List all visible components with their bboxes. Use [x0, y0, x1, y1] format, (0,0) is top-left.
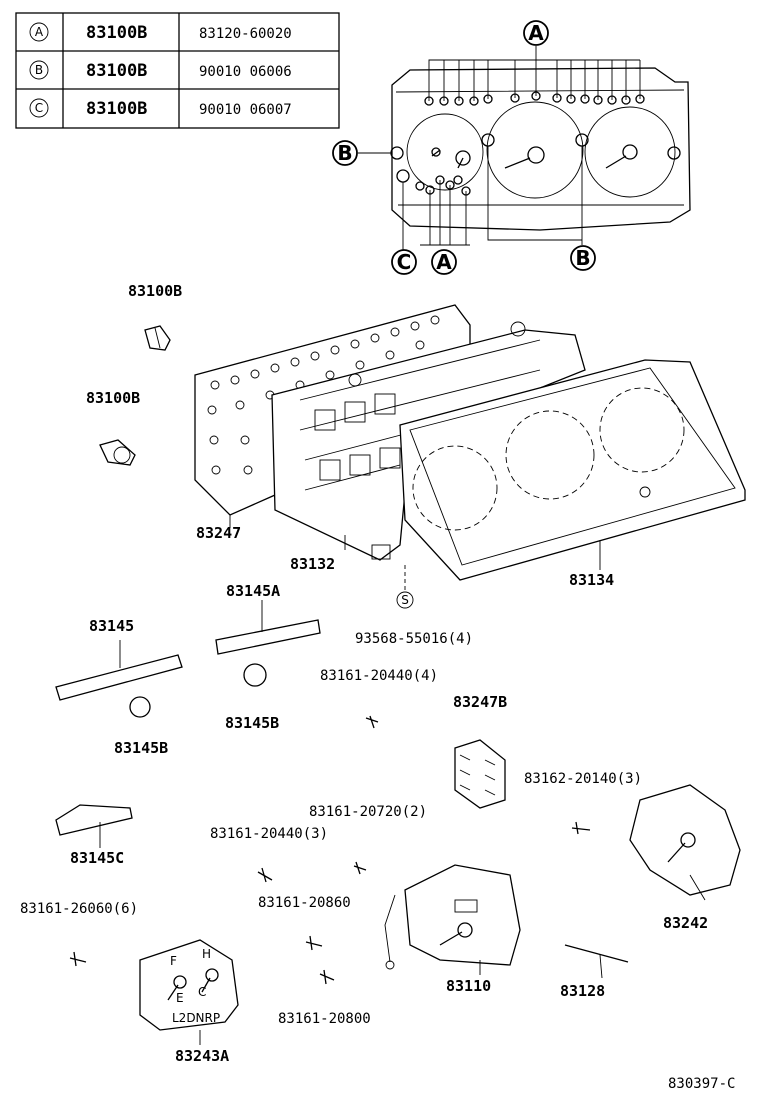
- callout-b-left: B: [337, 141, 352, 165]
- bulb-sockets-top: [424, 91, 645, 106]
- cluster-assembly: S: [194, 304, 746, 609]
- legend-key-c: C: [35, 101, 43, 115]
- label-bulb-1: 83100B: [128, 282, 182, 300]
- legend-key-a: A: [35, 25, 44, 39]
- bulb-socket-large-icon: [99, 439, 136, 466]
- callout-c-bottom-icon: [391, 249, 417, 275]
- part-83145a-strip: [215, 619, 321, 655]
- callout-b-left-icon: [332, 140, 358, 166]
- part-83128-rod: [564, 944, 629, 963]
- label-83145C: 83145C: [70, 849, 124, 867]
- callout-a-top: A: [528, 21, 544, 45]
- label-83242: 83242: [663, 914, 708, 932]
- part-83145c: [55, 804, 133, 836]
- label-83162: 83162-20140(3): [524, 771, 642, 787]
- label-83134: 83134: [569, 571, 614, 589]
- legend-key-b: B: [35, 63, 43, 77]
- label-83145B-left: 83145B: [114, 739, 168, 757]
- fuel-empty-mark: E: [176, 991, 184, 1005]
- legend-part-a: 83100B: [86, 23, 147, 43]
- label-83161-20860: 83161-20860: [258, 895, 351, 911]
- callout-s-icon: [396, 591, 414, 609]
- part-83247b-connector: [454, 739, 506, 809]
- gauge-face-text: L2DNRP: [172, 1011, 220, 1025]
- legend-key-b-icon: [29, 60, 49, 80]
- label-93568: 93568-55016(4): [355, 631, 473, 647]
- label-83243A: 83243A: [175, 1047, 229, 1065]
- part-83145b-right-lens: [243, 663, 267, 687]
- legend-part-b: 83100B: [86, 61, 147, 81]
- legend-key-c-icon: [29, 98, 49, 118]
- label-83110: 83110: [446, 977, 491, 995]
- drawing-code: 830397-C: [668, 1076, 735, 1092]
- part-83145-strip: [55, 654, 183, 701]
- fuel-full-mark: F: [170, 954, 177, 968]
- legend-part-c: 83100B: [86, 99, 147, 119]
- label-83247B: 83247B: [453, 693, 507, 711]
- part-83145b-left-lens: [129, 696, 151, 718]
- legend-number-b: 90010 06006: [199, 64, 292, 80]
- callout-a-bottom-icon: [431, 249, 457, 275]
- label-83161-20720: 83161-20720(2): [309, 804, 427, 820]
- callout-a-bottom: A: [436, 250, 452, 274]
- legend-number-a: 83120-60020: [199, 26, 292, 42]
- screw-icons: [69, 715, 591, 985]
- label-83161-20800: 83161-20800: [278, 1011, 371, 1027]
- label-83161-26060: 83161-26060(6): [20, 901, 138, 917]
- part-83243a-gauge: F E H C L2DNRP: [139, 939, 239, 1045]
- label-83161-20440-3: 83161-20440(3): [210, 826, 328, 842]
- part-labels: 83100B 83100B 83247 83132 83134 93568-55…: [20, 282, 735, 1092]
- legend-table: A 83100B 83120-60020 B 83100B 90010 0600…: [15, 12, 340, 129]
- callout-a-top-icon: [523, 20, 549, 46]
- label-83145B-right: 83145B: [225, 714, 279, 732]
- label-83132: 83132: [290, 555, 335, 573]
- callout-s: S: [401, 593, 409, 607]
- rear-view-diagram: A B C A B: [332, 20, 691, 275]
- label-83247: 83247: [196, 524, 241, 542]
- label-83161-20440-4: 83161-20440(4): [320, 668, 438, 684]
- legend-key-a-icon: [29, 22, 49, 42]
- legend-number-c: 90010 06007: [199, 102, 292, 118]
- label-83145A: 83145A: [226, 582, 280, 600]
- label-bulb-2: 83100B: [86, 389, 140, 407]
- bulb-socket-icon: [144, 325, 171, 351]
- callout-b-bottom-icon: [570, 245, 596, 271]
- label-83128: 83128: [560, 982, 605, 1000]
- callout-b-bottom: B: [575, 246, 590, 270]
- callout-c-bottom: C: [397, 250, 412, 274]
- part-83110-speedometer: [384, 864, 521, 975]
- label-83145: 83145: [89, 617, 134, 635]
- part-83242-gauge: [629, 784, 741, 901]
- temp-hot-mark: H: [202, 947, 211, 961]
- temp-cold-mark: C: [198, 985, 206, 999]
